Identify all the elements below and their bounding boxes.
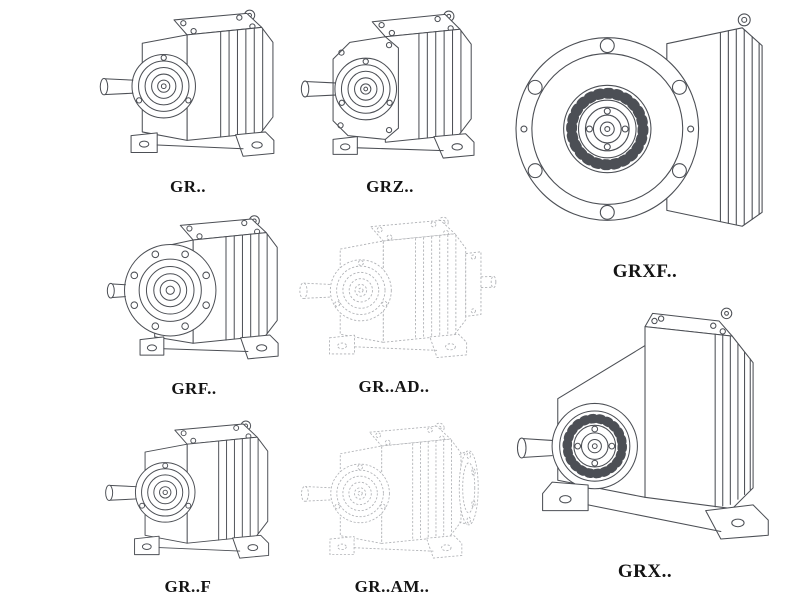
figure-grx: GRX.. (496, 302, 794, 583)
gr-am-gearbox-drawing (301, 422, 479, 559)
figure-label-grf: GRF.. (171, 379, 217, 398)
figure-gr-f: GR..F (86, 416, 290, 597)
figure-grxf: GRXF.. (496, 0, 794, 283)
figure-gr: GR.. (86, 4, 290, 197)
figure-label-gr: GR.. (170, 177, 206, 196)
gr-gearbox-drawing (99, 9, 275, 157)
grf-gearbox-drawing (106, 215, 279, 360)
figure-label-grx: GRX.. (617, 561, 673, 582)
figure-gr-ad: GR..AD.. (286, 212, 502, 397)
figure-gr-am: GR..AM.. (286, 418, 498, 597)
grx-gearbox-drawing (502, 302, 788, 558)
figure-label-grxf: GRXF.. (612, 261, 678, 282)
grz-gearbox-drawing (300, 10, 475, 159)
figure-grf: GRF.. (92, 210, 296, 399)
figure-label-gr-f: GR..F (164, 577, 212, 596)
figure-grz: GRZ.. (288, 4, 492, 197)
figure-label-gr-am: GR..AM.. (354, 577, 430, 596)
figure-label-grz: GRZ.. (366, 177, 414, 196)
gr-f-gearbox-drawing (105, 420, 270, 559)
gr-ad-gearbox-drawing (299, 216, 497, 359)
grxf-gearbox-drawing (504, 0, 786, 258)
figure-label-gr-ad: GR..AD.. (358, 377, 430, 396)
